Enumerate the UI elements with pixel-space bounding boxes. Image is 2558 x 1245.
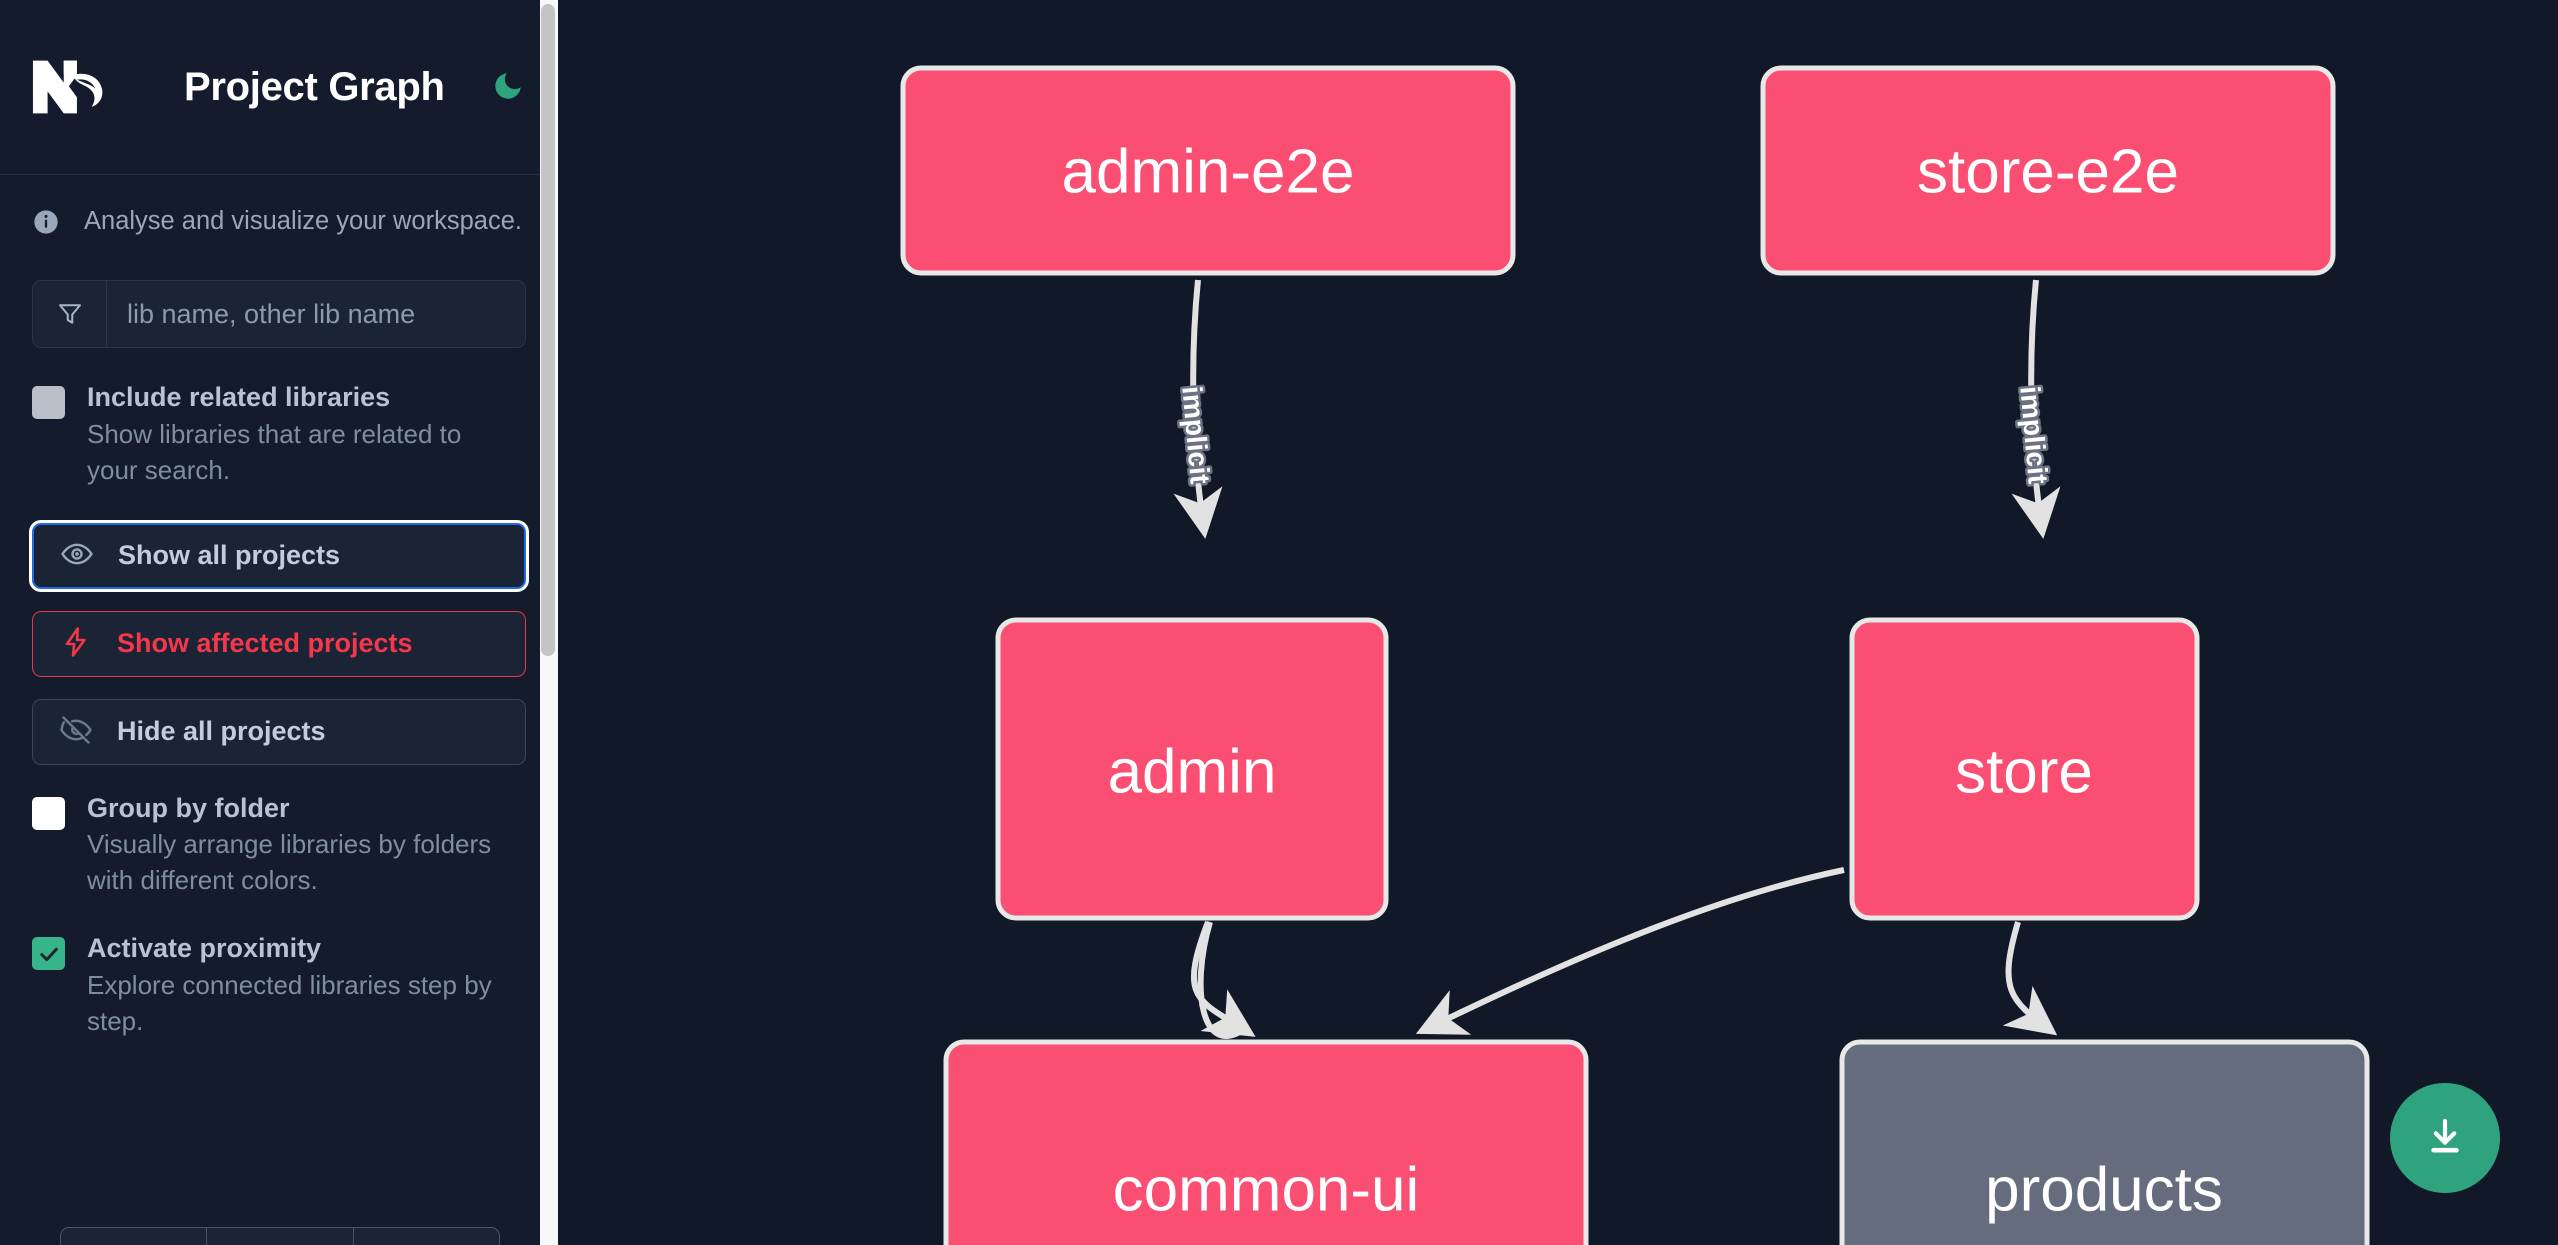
node-store[interactable]: store	[1849, 617, 2200, 921]
node-admin-e2e[interactable]: admin-e2e	[900, 65, 1516, 276]
option-description: Visually arrange libraries by folders wi…	[87, 829, 492, 896]
edge-store-to-common-ui[interactable]	[1415, 867, 1845, 1035]
option-activate-proximity[interactable]: Activate proximity Explore connected lib…	[0, 933, 558, 1040]
sidebar-scrollbar-thumb[interactable]	[541, 4, 555, 656]
edge-store-to-products[interactable]	[2002, 921, 2058, 1036]
sidebar-scrollbar-track[interactable]	[540, 0, 558, 1245]
checkbox-include-related-libraries[interactable]	[32, 386, 65, 419]
show-all-projects-button[interactable]: Show all projects	[32, 522, 526, 589]
edge-admin-to-common-ui-main[interactable]	[1190, 920, 1256, 1037]
edge-admin-e2e-to-admin[interactable]	[1173, 279, 1223, 539]
moon-icon	[491, 69, 525, 106]
theme-toggle-button[interactable]	[487, 66, 529, 108]
segment-option-2[interactable]	[207, 1228, 354, 1245]
option-description: Explore connected libraries step by step…	[87, 970, 492, 1036]
node-label: admin-e2e	[1062, 138, 1355, 207]
info-icon	[32, 208, 60, 236]
option-label: Activate proximity	[87, 933, 322, 964]
node-label: admin	[1108, 738, 1277, 807]
graph-nodes: admin-e2e store-e2e admin store common-u	[900, 65, 2370, 1245]
graph-edge-labels: implicit implicit	[1174, 382, 2056, 487]
eye-icon	[60, 537, 94, 574]
node-admin[interactable]: admin	[995, 617, 1389, 921]
show-affected-projects-button[interactable]: Show affected projects	[32, 610, 526, 677]
text-size-segmented-control[interactable]	[60, 1227, 500, 1245]
option-group-by-folder[interactable]: Group by folder Visually arrange librari…	[0, 793, 558, 900]
node-products[interactable]: products	[1839, 1039, 2370, 1245]
checkbox-activate-proximity[interactable]	[32, 937, 65, 971]
workspace-info-text: Analyse and visualize your workspace.	[84, 207, 522, 235]
search-input[interactable]	[107, 281, 525, 347]
show-all-projects-label: Show all projects	[118, 540, 341, 571]
option-label: Include related libraries	[87, 382, 391, 412]
graph-canvas[interactable]: implicit implicit admin-e2e store-e2e ad…	[558, 0, 2558, 1245]
segment-option-1[interactable]	[61, 1228, 208, 1245]
node-label: store	[1955, 738, 2093, 807]
filter-field[interactable]	[32, 280, 526, 348]
node-label: store-e2e	[1917, 138, 2179, 207]
workspace-info: Analyse and visualize your workspace.	[0, 175, 558, 236]
download-icon	[2421, 1113, 2469, 1164]
page-title: Project Graph	[184, 64, 445, 109]
hide-all-projects-label: Hide all projects	[117, 716, 326, 747]
sidebar: Project Graph	[0, 0, 558, 1245]
option-include-related-libraries[interactable]: Include related libraries Show libraries…	[0, 382, 558, 489]
edge-label-implicit-store: implicit	[2014, 385, 2053, 485]
node-common-ui[interactable]: common-ui	[943, 1039, 1589, 1245]
funnel-icon	[33, 281, 107, 347]
action-button-group: Show all projects Show affected projects	[32, 522, 526, 765]
node-label: products	[1985, 1156, 2223, 1225]
eye-off-icon	[59, 713, 93, 750]
hide-all-projects-button[interactable]: Hide all projects	[32, 698, 526, 765]
download-image-button[interactable]	[2390, 1083, 2500, 1193]
option-description: Show libraries that are related to your …	[87, 418, 462, 485]
nx-logo	[30, 56, 118, 118]
edge-store-e2e-to-store[interactable]	[2011, 279, 2061, 539]
option-label: Group by folder	[87, 792, 290, 823]
lightning-icon	[59, 625, 93, 662]
graph-edges	[1173, 279, 2061, 1039]
sidebar-header: Project Graph	[0, 0, 558, 175]
edge-label-implicit-admin: implicit	[1176, 385, 1215, 485]
segment-option-3[interactable]	[354, 1228, 499, 1245]
show-affected-projects-label: Show affected projects	[117, 628, 413, 659]
checkbox-group-by-folder[interactable]	[32, 796, 65, 830]
node-label: common-ui	[1113, 1156, 1420, 1225]
node-store-e2e[interactable]: store-e2e	[1760, 65, 2336, 276]
